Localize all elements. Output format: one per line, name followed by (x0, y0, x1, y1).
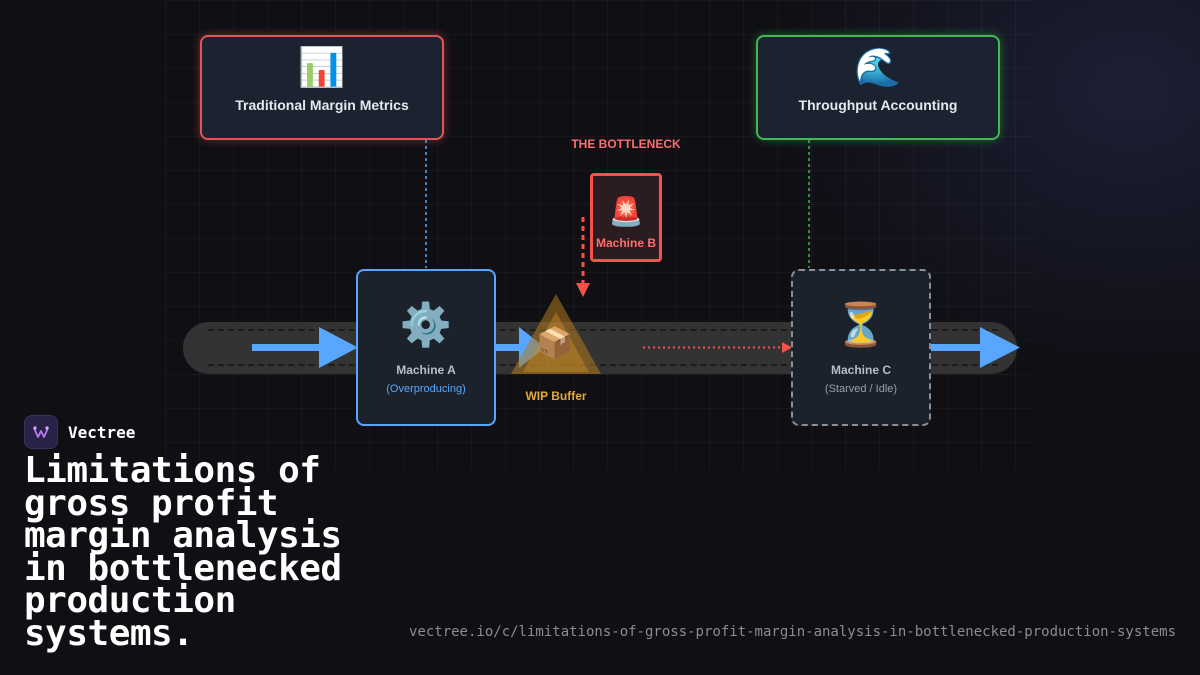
input-flow-arrow (252, 327, 358, 368)
machine-a-name: Machine A (396, 363, 456, 377)
brand-name: Vectree (68, 422, 136, 442)
bottleneck-label: THE BOTTLENECK (571, 137, 681, 151)
brand: Vectree (24, 415, 135, 449)
page-title: Limitations of gross profit margin analy… (24, 450, 342, 654)
bottleneck-drop-arrow (576, 217, 590, 297)
wip-buffer-label: WIP Buffer (525, 389, 587, 403)
package-icon: 📦 (536, 327, 574, 360)
wip-buffer-pile (511, 294, 601, 374)
gear-icon: ⚙️ (399, 301, 453, 348)
machine-b-name: Machine B (595, 236, 656, 250)
starved-flow-arrow (643, 342, 792, 353)
output-flow-arrow (931, 327, 1020, 368)
traditional-margin-metrics-label: Traditional Margin Metrics (235, 97, 409, 113)
machine-c-box: ⏳ Machine C (Starved / Idle) (791, 269, 931, 426)
traditional-margin-metrics-box: 📊 Traditional Margin Metrics (200, 35, 444, 140)
machine-c-name: Machine C (830, 363, 891, 377)
throughput-accounting-label: Throughput Accounting (798, 97, 958, 113)
conveyor-lane-bottom (208, 364, 998, 366)
page-url[interactable]: vectree.io/c/limitations-of-gross-profit… (408, 624, 1176, 640)
siren-icon: 🚨 (608, 196, 644, 227)
machine-b-box: 🚨 Machine B (590, 173, 662, 262)
vectree-logo-icon (24, 415, 58, 449)
machine-c-status: (Starved / Idle) (824, 383, 898, 395)
machine-a-status: (Overproducing) (386, 383, 466, 395)
bar-chart-icon: 📊 (298, 47, 346, 89)
wave-icon: 🌊 (854, 47, 902, 89)
hourglass-icon: ⏳ (834, 301, 888, 348)
throughput-accounting-box: 🌊 Throughput Accounting (756, 35, 1000, 140)
machine-a-box: ⚙️ Machine A (Overproducing) (356, 269, 496, 426)
conveyor-lane-top (208, 329, 998, 331)
